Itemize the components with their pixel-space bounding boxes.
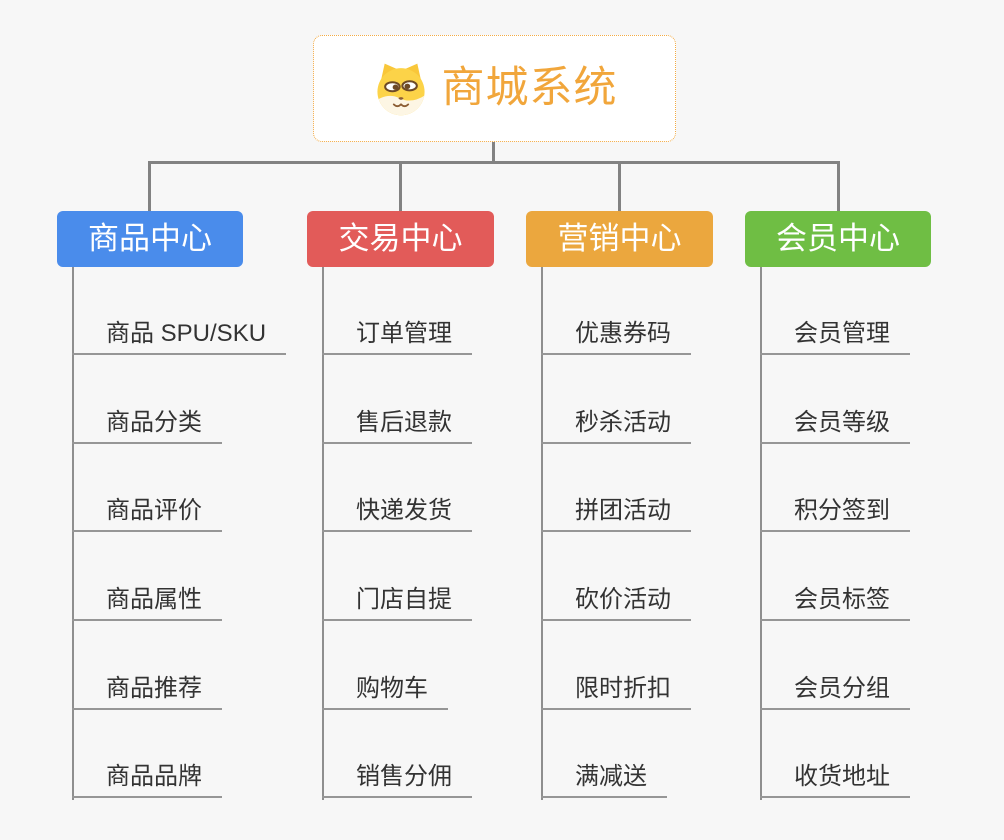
connector-drop-4	[837, 161, 840, 212]
leaf-node[interactable]: 满减送	[541, 762, 667, 798]
connector-drop-2	[399, 161, 402, 212]
leaf-node[interactable]: 商品分类	[72, 408, 222, 444]
leaf-node[interactable]: 限时折扣	[541, 674, 691, 710]
trunk-line-member	[760, 267, 762, 800]
branch-node-member-center[interactable]: 会员中心	[745, 211, 931, 267]
root-title: 商城系统	[441, 64, 618, 112]
trunk-line-trade	[322, 267, 324, 800]
leaf-node[interactable]: 收货地址	[760, 762, 910, 798]
leaf-node[interactable]: 积分签到	[760, 496, 910, 532]
trunk-line-product	[72, 267, 74, 800]
leaf-node[interactable]: 商品评价	[72, 496, 222, 532]
leaf-node[interactable]: 购物车	[322, 674, 448, 710]
leaf-node[interactable]: 订单管理	[322, 319, 472, 355]
branch-node-marketing-center[interactable]: 营销中心	[526, 211, 713, 267]
branch-node-trade-center[interactable]: 交易中心	[307, 211, 494, 267]
leaf-node[interactable]: 商品推荐	[72, 674, 222, 710]
leaf-node[interactable]: 快递发货	[322, 496, 472, 532]
connector-bus	[148, 161, 840, 164]
root-node[interactable]: 商城系统	[313, 35, 676, 142]
leaf-node[interactable]: 售后退款	[322, 408, 472, 444]
leaf-node[interactable]: 会员分组	[760, 674, 910, 710]
dog-icon	[376, 63, 425, 115]
leaf-node[interactable]: 会员管理	[760, 319, 910, 355]
connector-drop-1	[148, 161, 151, 212]
connector-drop-3	[618, 161, 621, 212]
leaf-node[interactable]: 商品 SPU/SKU	[72, 319, 287, 355]
leaf-node[interactable]: 商品属性	[72, 585, 222, 621]
leaf-node[interactable]: 拼团活动	[541, 496, 691, 532]
leaf-node[interactable]: 销售分佣	[322, 762, 472, 798]
trunk-line-marketing	[541, 267, 543, 800]
leaf-node[interactable]: 优惠券码	[541, 319, 691, 355]
branch-node-product-center[interactable]: 商品中心	[57, 211, 243, 267]
leaf-node[interactable]: 会员等级	[760, 408, 910, 444]
connector-root-stem	[492, 142, 495, 163]
leaf-node[interactable]: 秒杀活动	[541, 408, 691, 444]
leaf-node[interactable]: 商品品牌	[72, 762, 222, 798]
leaf-node[interactable]: 门店自提	[322, 585, 472, 621]
leaf-node[interactable]: 会员标签	[760, 585, 910, 621]
leaf-node[interactable]: 砍价活动	[541, 585, 691, 621]
